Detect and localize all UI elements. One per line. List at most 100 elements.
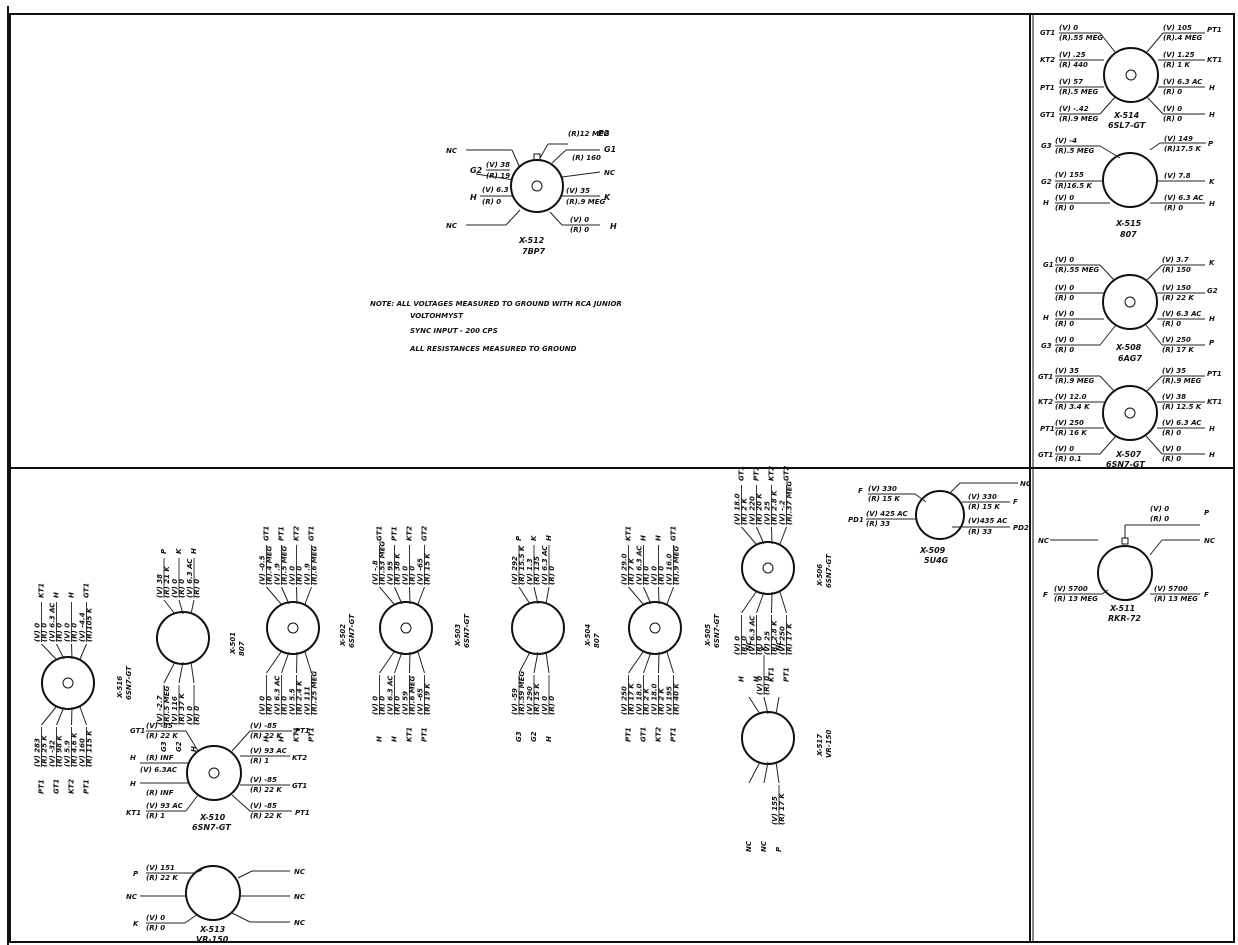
- x506-top-3-v: (V) -.2: [779, 500, 787, 525]
- x513-tube: VR-150: [196, 935, 229, 944]
- x502-bot-2-r: (R) 2.4 K: [296, 680, 304, 715]
- x514-l2-sig: PT1: [1040, 84, 1055, 92]
- x506-top-2-r: (R) 2.8 K: [771, 490, 779, 525]
- x509-l1-sig: PD1: [848, 516, 864, 524]
- x508-l3-r: (R) 0: [1055, 346, 1074, 354]
- x510-r3-r: (R) 22 K: [250, 812, 282, 820]
- x516-bot-3-v: (V) 160: [79, 738, 87, 767]
- x508-l2-sig: H: [1043, 314, 1049, 322]
- x504-top-1-sig: K: [530, 535, 538, 541]
- x514-l1-sig: KT2: [1040, 56, 1055, 64]
- x501-name: X-501: [229, 632, 237, 655]
- x517-name: X-517: [816, 734, 824, 757]
- socket-x512: (R)12 MEG P2 (R) 160 G1 NC (V) 35 (R).9 …: [446, 129, 617, 256]
- x509-r1-sig: F: [1013, 498, 1018, 506]
- x508-l2-r: (R) 0: [1055, 320, 1074, 328]
- x517-bot-1-sig: NC: [760, 840, 768, 852]
- x512-g1-r: (R) 160: [572, 154, 601, 162]
- x514-r0-v: (V) 105: [1163, 24, 1192, 32]
- x508-l1-r: (R) 0: [1055, 294, 1074, 302]
- x507-l1-r: (R) 3.4 K: [1055, 403, 1090, 411]
- x505-bot-3-r: (R) 40 K: [673, 683, 681, 715]
- x512-g1-sig: G1: [604, 145, 616, 154]
- x514-l0-sig: GT1: [1040, 29, 1055, 37]
- x503-bot-0-r: (R) 0: [379, 696, 387, 715]
- x504-bot-1-v: (V) 290: [526, 686, 534, 715]
- x516-top-0-sig: KT1: [38, 583, 46, 598]
- x507-name: X-507: [1115, 450, 1142, 459]
- x514-l1-r: (R) 440: [1059, 61, 1088, 69]
- x508-l0-sig: G1: [1043, 261, 1054, 269]
- x510-name: X-510: [199, 813, 226, 822]
- outer-frame: [9, 13, 1235, 943]
- x509-r2-r: (R) 33: [968, 528, 992, 536]
- x509-name: X-509: [919, 546, 946, 555]
- x507-l1-sig: KT2: [1038, 398, 1053, 406]
- socket-x514: GT1 (V) 0 (R).55 MEG KT2 (V) .25 (R) 440…: [1040, 24, 1222, 130]
- x508-l2-v: (V) 0: [1055, 310, 1074, 318]
- x507-r2-r: (R) 0: [1162, 429, 1181, 437]
- x509-l0-r: (R) 15 K: [868, 495, 900, 503]
- x510-r0-sig: PT1: [295, 727, 310, 735]
- note-line-3: SYNC INPUT - 200 CPS: [410, 327, 498, 335]
- x511-f-r-v: (V) 5700: [1154, 585, 1188, 593]
- x506-bot-0-r: (R) 0: [741, 636, 749, 655]
- x514-r2-r: (R) 0: [1163, 88, 1182, 96]
- x501-bot-0-r: (R).5 MEG: [163, 685, 171, 725]
- x510-l1-sig: H: [130, 754, 136, 762]
- x502-top-1-v: (V) .9: [274, 563, 282, 585]
- x515-name: X-515: [1115, 219, 1142, 228]
- x502-bot-0-v: (V) 0: [259, 696, 267, 715]
- x507-l0-sig: GT1: [1038, 373, 1053, 381]
- x501-bot-2-v: (V) 0: [186, 706, 194, 725]
- x502-bot-3-sig: PT1: [308, 727, 316, 742]
- x516-top-0-r: (R) 0: [41, 623, 49, 642]
- x512-h-v: (V) 0: [570, 216, 589, 224]
- x508-r3-v: (V) 250: [1162, 336, 1191, 344]
- x509-r0-sig: NC: [1020, 480, 1032, 488]
- x510-r2-v: (V) -85: [250, 776, 277, 784]
- x505-tube: 6SN7-GT: [713, 613, 721, 648]
- x506-bot-2-sig: KT1: [768, 667, 776, 682]
- x501-bot-0-v: (V) -2.7: [156, 695, 164, 725]
- x504-top-2-sig: H: [545, 535, 553, 541]
- x502-top-0-r: (R).4 MEG: [266, 545, 274, 585]
- x508-l1-v: (V) 0: [1055, 284, 1074, 292]
- x516-bot-0-sig: PT1: [38, 779, 46, 794]
- x502-top-1-r: (R).5 MEG: [281, 545, 289, 585]
- x502-bot-2-sig: KT1: [293, 727, 301, 742]
- x506-top-1-r: (R) 20 K: [756, 493, 764, 525]
- x503-bot-1-sig: H: [391, 736, 399, 742]
- x511-nc-l: NC: [1038, 537, 1050, 545]
- x507-r3-sig: H: [1209, 451, 1215, 459]
- x507-l1-v: (V) 12.0: [1055, 393, 1087, 401]
- x504-top-2-v: (V) 6.3 AC: [541, 545, 549, 585]
- x509-r2-v: (V)435 AC: [968, 517, 1008, 525]
- socket-x515: G3 (V) -4 (R).5 MEG G2 (V) 155 (R)16.5 K…: [1041, 135, 1215, 239]
- x510-l0-v: (V) -85: [146, 722, 173, 730]
- x508-r3-r: (R) 17 K: [1162, 346, 1194, 354]
- x514-l0-v: (V) 0: [1059, 24, 1078, 32]
- x513-k-v: (V) 0: [146, 914, 165, 922]
- x517-top-1-v: (V) 0: [756, 676, 764, 695]
- x510-l3-v: (V) 93 AC: [146, 802, 184, 810]
- x517-bot-2-r: (R) 17 K: [778, 793, 786, 825]
- x504-bot-0-r: (R).59 MEG: [518, 671, 526, 715]
- x506-top-0-sig: GT1: [738, 466, 746, 481]
- x504-top-1-r: (R) 135: [533, 556, 541, 585]
- x512-g2-v: (V) 38: [486, 161, 510, 169]
- x508-r1-r: (R) 22 K: [1162, 294, 1194, 302]
- x512-h2-sig: H: [470, 193, 477, 202]
- x502-key-hole: [287, 622, 299, 634]
- x506-tube: 6SN7-GT: [825, 553, 833, 588]
- x507-r1-r: (R) 12.5 K: [1162, 403, 1202, 411]
- x504-bot-2-r: (R) 0: [548, 696, 556, 715]
- x505-top-3-v: (V) 16.0: [666, 553, 674, 585]
- x506-bot-1-r: (R) 0: [756, 636, 764, 655]
- x510-l3-r: (R) 1: [146, 812, 165, 820]
- x509-tube: 5U4G: [924, 556, 949, 565]
- x508-l0-r: (R).55 MEG: [1055, 266, 1099, 274]
- x506-name: X-506: [816, 564, 824, 587]
- x516-bot-2-v: (V) 5.9: [64, 740, 72, 767]
- socket-x509: F (V) 330 (R) 15 K PD1 (V) 425 AC (R) 33…: [848, 480, 1032, 565]
